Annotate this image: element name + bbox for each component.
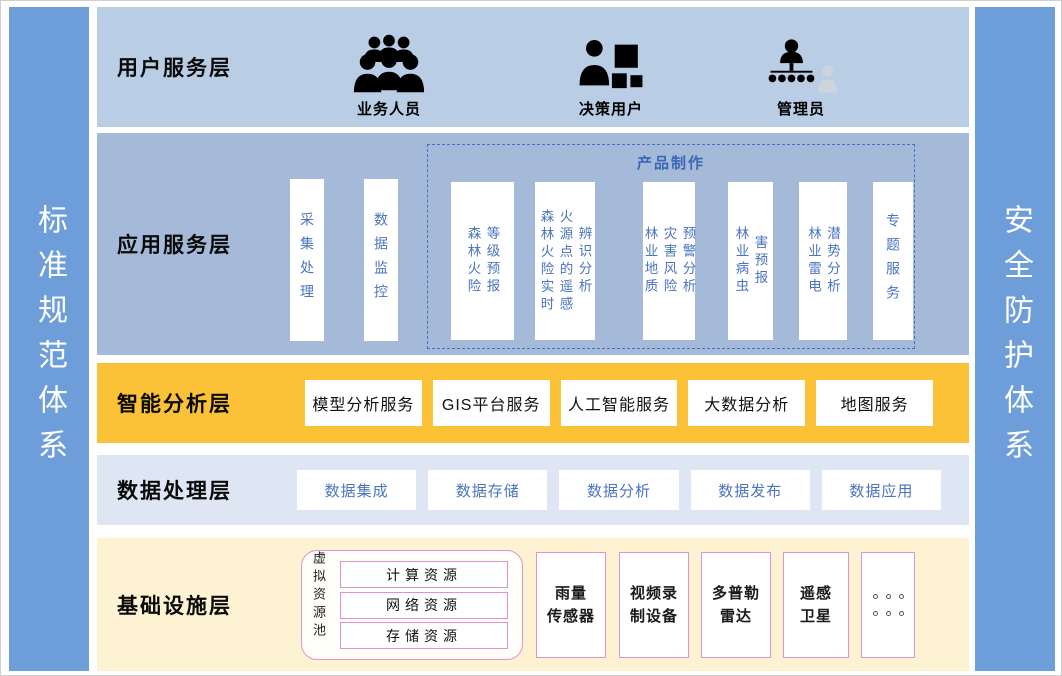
product-item-label: 林业雷电 潜势分析 <box>806 226 840 296</box>
data-item-integration: 数据集成 <box>297 470 417 510</box>
intelligent-analysis-layer: 智能分析层 模型分析服务 GIS平台服务 人工智能服务 大数据分析 地图服务 <box>97 363 969 443</box>
right-pillar: 安全防护体系 <box>975 7 1055 671</box>
product-item-thematic-service: 专题服务 <box>873 182 913 340</box>
product-item-label: 森林火险实时 火源点的遥感 辨识分析 <box>538 208 592 314</box>
product-item-pest-forecast: 林业病虫 害预报 <box>728 182 773 340</box>
analysis-item-ai-service: 人工智能服务 <box>560 380 678 426</box>
analysis-item-big-data: 大数据分析 <box>688 380 806 426</box>
product-creation-group: 产品制作 森林火险 等级预报 森林火险实时 火源点的遥感 辨识分析 林业地质 灾… <box>427 144 915 349</box>
infra-layer-title: 基础设施层 <box>117 594 232 618</box>
admin-icon <box>768 39 838 93</box>
role-label: 管理员 <box>776 101 825 118</box>
more-devices-box <box>861 552 915 658</box>
app-layer-title: 应用服务层 <box>117 234 232 257</box>
analysis-item-map-service: 地图服务 <box>816 380 933 426</box>
product-group-label: 产品制作 <box>636 155 705 172</box>
role-decision-user: 决策用户 <box>551 19 671 119</box>
role-admin: 管理员 <box>741 19 861 119</box>
data-items-row: 数据集成 数据存储 数据分析 数据发布 数据应用 <box>297 470 942 510</box>
product-item-label: 林业地质 灾害风险 预警分析 <box>642 226 696 296</box>
virtual-resource-pool: 虚拟资源池 计算资源 网络资源 存储资源 <box>301 550 523 660</box>
device-rain-sensor: 雨量 传感器 <box>536 552 606 658</box>
analysis-layer-title: 智能分析层 <box>117 393 232 416</box>
role-label: 业务人员 <box>356 101 421 118</box>
user-layer-title: 用户服务层 <box>117 57 232 80</box>
product-item-label: 林业病虫 害预报 <box>733 226 768 296</box>
resource-pool-items: 计算资源 网络资源 存储资源 <box>340 561 508 649</box>
data-item-publishing: 数据发布 <box>690 470 810 510</box>
user-service-layer: 用户服务层 业务人员 <box>97 7 969 127</box>
device-remote-sensing-satellite: 遥感 卫星 <box>783 552 849 658</box>
device-doppler-radar: 多普勒 雷达 <box>701 552 771 658</box>
data-item-analysis: 数据分析 <box>559 470 679 510</box>
product-item-label: 森林火险 等级预报 <box>465 226 500 296</box>
role-business-users: 业务人员 <box>329 19 449 119</box>
app-item-data-monitoring: 数据监控 <box>364 179 398 341</box>
infrastructure-layer: 基础设施层 虚拟资源池 计算资源 网络资源 存储资源 雨量 传感器 视频录 制设… <box>97 538 969 671</box>
role-label: 决策用户 <box>578 101 643 118</box>
product-item-fire-risk-forecast: 森林火险 等级预报 <box>451 182 514 340</box>
data-processing-layer: 数据处理层 数据集成 数据存储 数据分析 数据发布 数据应用 <box>97 455 969 525</box>
ellipsis-dots-icon <box>872 611 904 616</box>
pool-item-network: 网络资源 <box>340 591 508 619</box>
data-layer-title: 数据处理层 <box>117 480 232 503</box>
left-pillar-label: 标准规范体系 <box>33 204 66 474</box>
analysis-items-row: 模型分析服务 GIS平台服务 人工智能服务 大数据分析 地图服务 <box>305 380 933 426</box>
app-item-label: 采集处理 <box>299 212 315 308</box>
decision-user-icon <box>579 40 643 89</box>
data-item-application: 数据应用 <box>821 470 942 510</box>
pool-item-computing: 计算资源 <box>340 561 508 588</box>
product-item-label: 专题服务 <box>885 213 901 309</box>
product-item-lightning-potential: 林业雷电 潜势分析 <box>799 182 847 340</box>
product-item-geological-disaster-warning: 林业地质 灾害风险 预警分析 <box>642 182 696 340</box>
data-item-storage: 数据存储 <box>428 470 548 510</box>
app-item-label: 数据监控 <box>373 212 389 308</box>
product-item-fire-source-remote-sensing: 森林火险实时 火源点的遥感 辨识分析 <box>535 182 595 340</box>
pool-item-storage: 存储资源 <box>340 622 508 649</box>
app-item-collection-processing: 采集处理 <box>290 179 324 341</box>
device-video-recorder: 视频录 制设备 <box>619 552 689 658</box>
application-service-layer: 应用服务层 采集处理 数据监控 产品制作 森林火险 等级预报 森林火险实时 火源… <box>97 133 969 355</box>
left-pillar: 标准规范体系 <box>9 7 89 671</box>
analysis-item-model-service: 模型分析服务 <box>305 380 422 426</box>
ellipsis-dots-icon <box>872 594 904 599</box>
business-users-icon <box>353 34 425 93</box>
resource-pool-label: 虚拟资源池 <box>311 551 326 641</box>
analysis-item-gis-service: GIS平台服务 <box>432 380 550 426</box>
right-pillar-label: 安全防护体系 <box>999 204 1032 474</box>
